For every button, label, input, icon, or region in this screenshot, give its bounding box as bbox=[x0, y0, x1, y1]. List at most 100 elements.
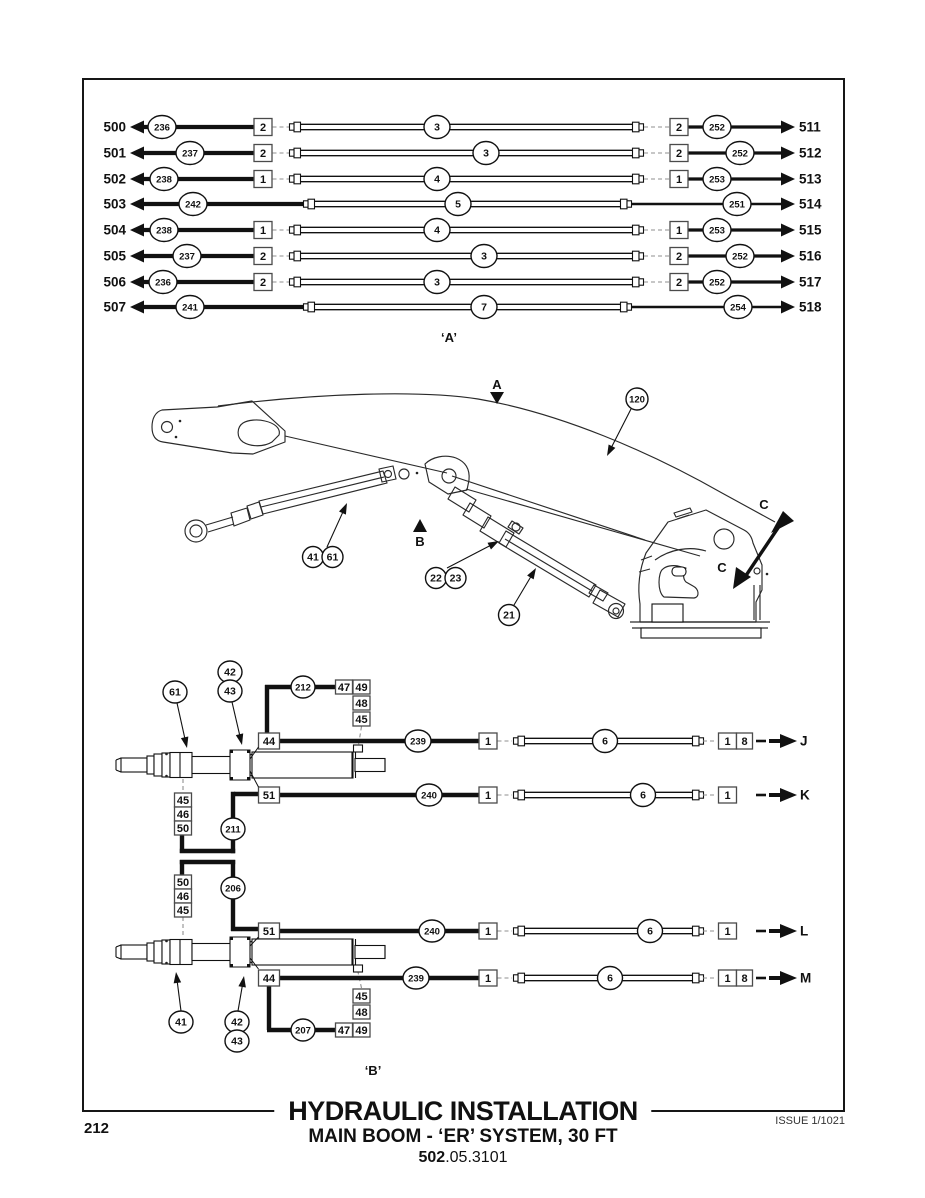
cylinder-rod bbox=[115, 757, 122, 761]
pivot-hole bbox=[160, 420, 174, 434]
cylinder-dot bbox=[165, 939, 168, 943]
leader-21 bbox=[513, 575, 532, 606]
boom-outline bbox=[246, 501, 264, 520]
hose-coupling bbox=[307, 198, 316, 210]
adapter-box-2 bbox=[669, 143, 689, 163]
hose-circle-6-label: 6 bbox=[640, 790, 646, 802]
part-circle-207 bbox=[290, 1018, 316, 1042]
cylinder-port bbox=[352, 964, 364, 973]
gland-corner-mark bbox=[229, 936, 233, 940]
outlet-label-M: M bbox=[800, 971, 811, 986]
hose-coupling bbox=[698, 927, 705, 935]
part-circle-252 bbox=[702, 114, 732, 140]
hose-circle-5 bbox=[444, 191, 472, 217]
hose-coupling bbox=[293, 173, 302, 185]
part-circle-241-label: 241 bbox=[182, 303, 199, 314]
boom-outline bbox=[207, 523, 235, 533]
adapter-box-2-label: 2 bbox=[260, 251, 266, 263]
port-box-48-label: 48 bbox=[355, 1007, 367, 1019]
hose-circle-3 bbox=[423, 114, 451, 140]
outlet-arrow-icon bbox=[780, 924, 797, 938]
adapter-box-1 bbox=[669, 169, 689, 189]
part-circle-238-label: 238 bbox=[156, 175, 172, 186]
part-circle-253 bbox=[702, 166, 732, 192]
adapter-box-1-label: 1 bbox=[676, 174, 682, 186]
page-title: HYDRAULIC INSTALLATION bbox=[274, 1096, 652, 1127]
part-circle-240-label: 240 bbox=[421, 791, 437, 802]
part-circle-239 bbox=[402, 966, 430, 990]
left-arrow-icon bbox=[130, 275, 144, 289]
boom-outline bbox=[504, 538, 593, 592]
port-box-45 bbox=[352, 711, 371, 727]
right-arrow-icon bbox=[781, 146, 795, 160]
cylinder-rod bbox=[120, 757, 148, 773]
hose-coupling bbox=[512, 927, 519, 935]
hose-ref-511: 511 bbox=[799, 120, 821, 135]
end-adapter-box-8-label: 8 bbox=[741, 736, 747, 748]
port-box-47-label: 47 bbox=[338, 1025, 350, 1037]
gland-corner-mark bbox=[229, 749, 233, 753]
port-box-45-label: 45 bbox=[177, 905, 189, 917]
part-circle-251-label: 251 bbox=[729, 200, 746, 211]
adapter-box-1-label: 1 bbox=[485, 790, 491, 802]
callout-120-label: 120 bbox=[629, 395, 645, 406]
boom-outline bbox=[258, 470, 388, 515]
cylinder-head bbox=[169, 751, 193, 779]
adapter-box-1-label: 1 bbox=[485, 926, 491, 938]
cylinder-gland bbox=[229, 936, 251, 968]
boom-outline bbox=[451, 475, 646, 541]
part-circle-206-label: 206 bbox=[225, 884, 241, 895]
pedestal-detail bbox=[671, 566, 687, 577]
gland-corner-mark bbox=[247, 777, 251, 781]
boom-outline bbox=[284, 435, 448, 474]
hose-circle-7-label: 7 bbox=[481, 302, 487, 314]
gland-link bbox=[249, 936, 259, 947]
part-circle-237 bbox=[175, 140, 205, 166]
section-b-label: ‘B’ bbox=[364, 1063, 382, 1078]
gland-link bbox=[249, 957, 259, 970]
hose-coupling bbox=[293, 224, 302, 236]
leader-21-arrowhead bbox=[527, 568, 536, 580]
port-box-48 bbox=[352, 695, 371, 711]
doc-code-prefix: 502 bbox=[418, 1149, 446, 1166]
part-circle-237-label: 237 bbox=[179, 252, 195, 263]
leader-42-43-arrowhead bbox=[238, 976, 246, 988]
end-adapter-box-8 bbox=[735, 732, 754, 750]
hose-circle-3-label: 3 bbox=[434, 122, 440, 134]
hose-coupling bbox=[631, 224, 640, 236]
boom-outline bbox=[673, 507, 693, 518]
adapter-box-2-label: 2 bbox=[676, 277, 682, 289]
hose-coupling bbox=[631, 276, 640, 288]
cylinder-head bbox=[169, 938, 193, 966]
rivet-dot bbox=[174, 435, 178, 439]
adapter-box-2 bbox=[253, 272, 273, 292]
cylinder-step bbox=[153, 753, 163, 777]
hose-ref-506: 506 bbox=[103, 275, 126, 290]
end-adapter-box-1-label: 1 bbox=[724, 926, 730, 938]
end-adapter-box-1-label: 1 bbox=[724, 736, 730, 748]
outlet-label-L: L bbox=[800, 924, 808, 939]
section-a-label: ‘A’ bbox=[441, 330, 457, 345]
pivot-hole bbox=[184, 519, 208, 543]
left-arrow-icon bbox=[130, 249, 144, 263]
hose-circle-3-label: 3 bbox=[481, 251, 487, 263]
port-box-50-label: 50 bbox=[177, 823, 189, 835]
adapter-box-2 bbox=[669, 117, 689, 137]
port-box-45-label: 45 bbox=[177, 795, 189, 807]
hose-coupling bbox=[631, 121, 640, 133]
hose-coupling bbox=[619, 301, 628, 313]
hose-coupling bbox=[638, 123, 645, 131]
callout-bottom-42-label: 42 bbox=[231, 1017, 243, 1029]
adapter-box-2-label: 2 bbox=[676, 251, 682, 263]
union-box-44-label: 44 bbox=[263, 736, 276, 748]
adapter-box-1 bbox=[478, 922, 498, 940]
port-box-45-label: 45 bbox=[355, 714, 367, 726]
outlet-label-J: J bbox=[800, 734, 808, 749]
gland-corner-mark bbox=[247, 749, 251, 753]
hose-coupling bbox=[293, 276, 302, 288]
boom-outline bbox=[424, 455, 470, 495]
end-adapter-box-8-label: 8 bbox=[741, 973, 747, 985]
view-marker-c: C bbox=[717, 560, 727, 575]
hose-coupling bbox=[691, 735, 700, 747]
part-circle-252 bbox=[725, 140, 755, 166]
